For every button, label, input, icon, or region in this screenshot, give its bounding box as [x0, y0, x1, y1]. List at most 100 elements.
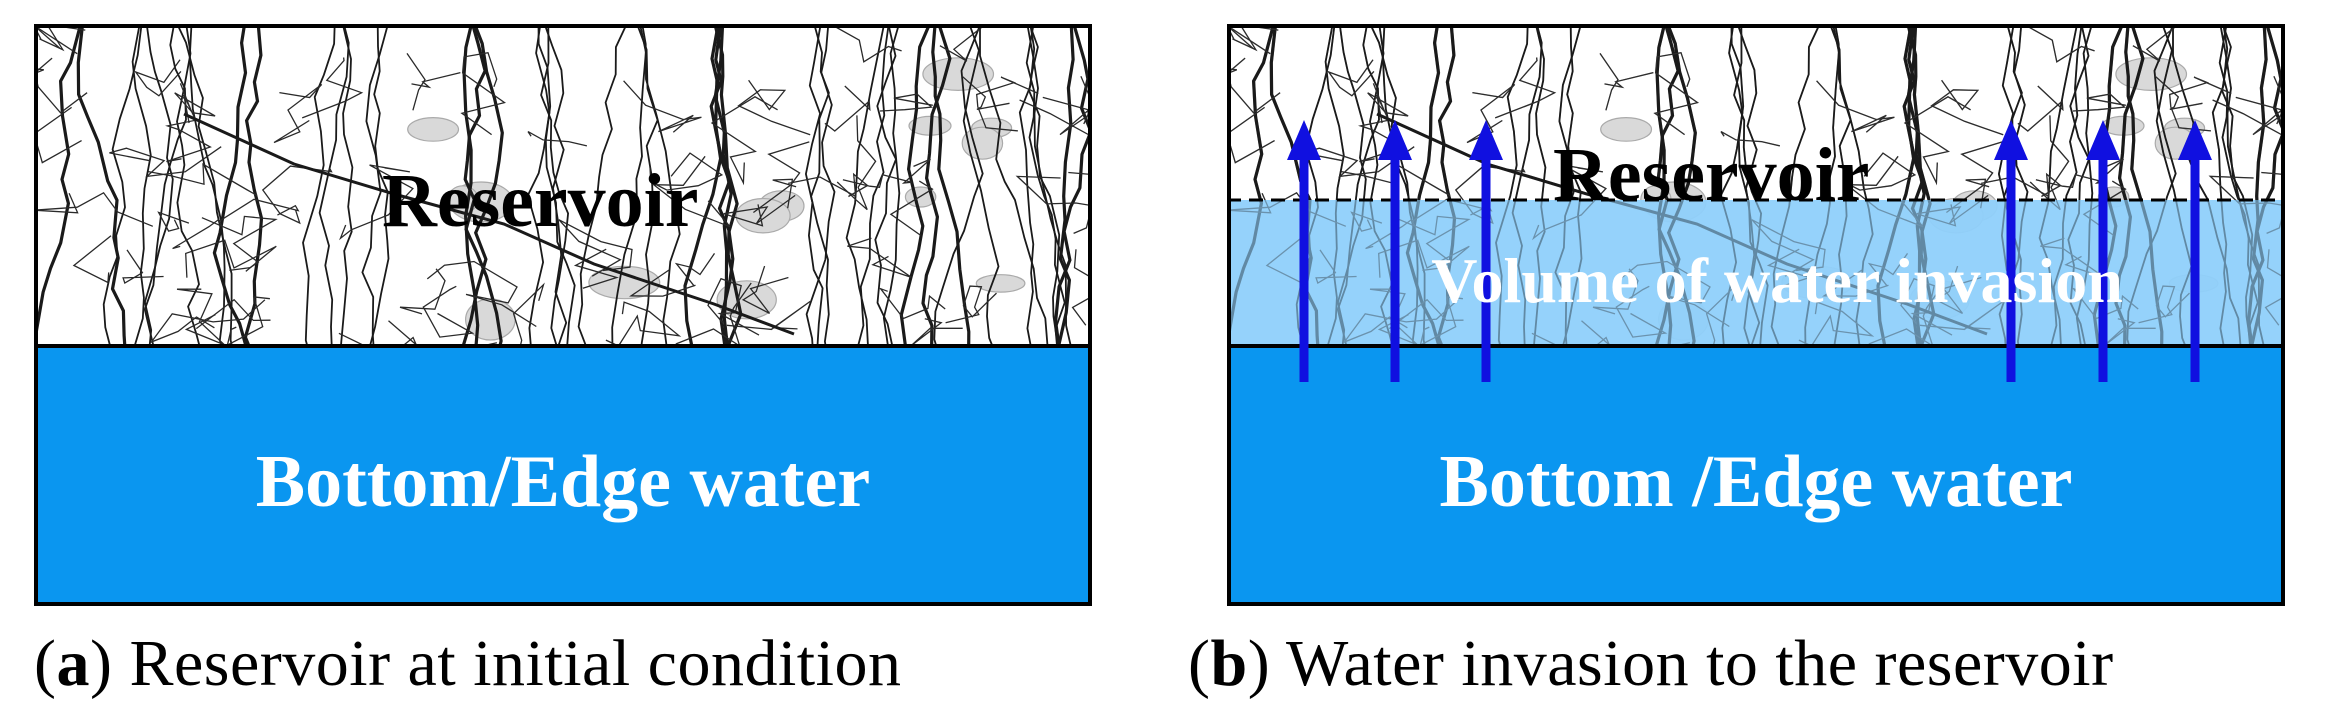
fracture-line: [2038, 24, 2078, 355]
fracture-network: [34, 24, 1092, 392]
fracture-network-submerged: [1227, 24, 2285, 392]
fracture-line: [847, 237, 912, 278]
fracture-line: [130, 24, 152, 371]
fracture-line: [921, 24, 952, 378]
fracture-line: [1719, 24, 1744, 367]
fracture-line: [979, 24, 1050, 381]
diagram-initial: Reservoir Bottom/Edge water: [34, 24, 1092, 606]
panel-frame: [34, 24, 1092, 606]
fracture-line: [1720, 131, 1781, 147]
fracture-line: [707, 277, 760, 336]
fracture-line: [933, 24, 984, 367]
fracture-line: [810, 24, 830, 366]
fracture-line: [1227, 106, 1275, 164]
up-arrow-icon: [1469, 120, 1503, 160]
fracture-line: [1822, 269, 1889, 297]
fracture-line: [76, 24, 128, 370]
fracture-line: [543, 24, 568, 383]
water-zone: [1227, 346, 2285, 606]
caption-letter: a: [56, 627, 90, 700]
fracture-line: [1466, 83, 1516, 144]
fracture-line: [605, 301, 682, 347]
fracture-line: [2154, 75, 2203, 111]
fracture-line: [723, 194, 796, 227]
fracture-line: [976, 76, 1039, 132]
fracture-line: [611, 24, 647, 359]
fracture-line: [804, 24, 824, 361]
fracture-line: [1998, 24, 2029, 370]
fracture-line: [1946, 141, 2003, 214]
fracture-line: [1369, 288, 1463, 347]
fracture-line: [1770, 24, 1821, 370]
fracture-line: [788, 172, 869, 198]
fracture-line: [1751, 219, 1826, 277]
fracture-line: [573, 248, 619, 289]
fracture-line: [1903, 96, 1971, 186]
fracture-line: [1916, 194, 1989, 227]
fracture-line: [1557, 24, 1583, 366]
vug: [1600, 116, 1653, 142]
fracture-line: [2072, 93, 2126, 112]
fracture-line: [945, 285, 997, 324]
fracture-line: [218, 198, 300, 228]
fracture-line: [1358, 94, 1405, 163]
fracture-line: [2017, 85, 2064, 132]
caption-letter: b: [1210, 627, 1248, 700]
fracture-line: [1046, 24, 1075, 377]
fracture-line: [879, 93, 933, 112]
fracture-line: [133, 59, 182, 97]
panel-water-invasion: Reservoir Volume of water invasion Botto…: [1227, 24, 2285, 606]
fracture-line: [1227, 106, 1275, 164]
fracture-line: [188, 24, 231, 365]
fracture-line: [1053, 24, 1092, 361]
fracture-line: [212, 24, 249, 374]
fracture-line: [1326, 59, 1375, 97]
fracture-line: [753, 141, 810, 214]
fracture-line: [651, 155, 731, 228]
fracture-line: [1842, 152, 1917, 191]
water-label: Bottom/Edge water: [256, 441, 870, 523]
fracture-line: [1844, 155, 1924, 228]
fracture-line: [1394, 215, 1471, 272]
fracture-line: [174, 83, 216, 117]
fracture-line: [452, 24, 504, 376]
fracture-line: [1930, 79, 2004, 136]
fracture-line: [406, 53, 426, 111]
fracture-line: [185, 239, 277, 278]
fracture-line: [939, 24, 987, 62]
fracture-line: [1653, 51, 1700, 136]
fracture-line: [1930, 79, 2004, 136]
fracture-line: [852, 24, 890, 366]
fracture-line: [1798, 301, 1875, 347]
fracture-line: [1388, 298, 1464, 330]
water-label: Bottom /Edge water: [1440, 441, 2073, 523]
fracture-line: [1227, 57, 1281, 114]
fracture-line: [577, 24, 628, 370]
fracture-line: [874, 24, 898, 392]
fracture-line: [1730, 24, 1769, 357]
fracture-line: [1906, 24, 1926, 366]
fracture-line: [558, 219, 633, 277]
fracture-line: [1946, 141, 2003, 214]
fracture-line: [961, 75, 1010, 111]
fracture-line: [261, 165, 333, 225]
fracture-line: [172, 218, 220, 250]
diagram-invasion: Reservoir Volume of water invasion Botto…: [1227, 24, 2285, 606]
fracture-line: [962, 24, 1000, 360]
fracture-line: [881, 24, 901, 389]
fracture-line: [527, 131, 588, 147]
fracture-line: [1599, 53, 1619, 111]
fracture-line: [1367, 83, 1409, 117]
fracture-line: [2023, 24, 2095, 63]
fracture-line: [1026, 24, 1075, 360]
invasion-zone: [1227, 200, 2285, 346]
fracture-line: [463, 24, 503, 373]
panel-frame: [1227, 24, 2285, 606]
fracture-line: [2040, 237, 2105, 278]
caption-a: (a) Reservoir at initial condition: [34, 627, 902, 700]
fracture-line: [1227, 24, 1271, 56]
fracture-line: [2264, 249, 2285, 326]
invasion-arrows: [1287, 120, 2212, 382]
fracture-line: [674, 253, 716, 287]
fracture-line: [1326, 59, 1375, 97]
